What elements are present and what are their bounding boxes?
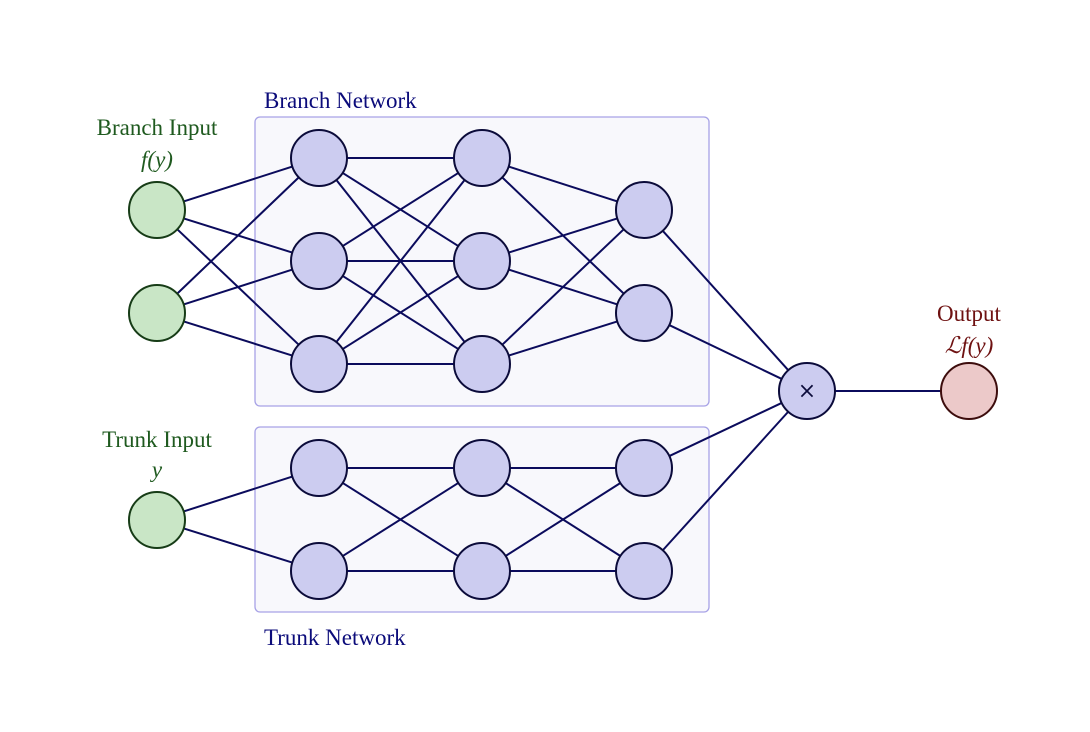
edge-t21-t30 — [505, 482, 621, 557]
edge-bi1-b12 — [183, 320, 293, 357]
branch-network-label: Branch Network — [264, 88, 417, 113]
trunk-hidden-node-l1-0 — [290, 439, 348, 497]
trunk-input-node — [128, 491, 186, 549]
trunk-network-box — [254, 426, 710, 613]
branch-hidden-node-l3-0 — [615, 181, 673, 239]
trunk-hidden-node-l2-0 — [453, 439, 511, 497]
edge-bi1-b10 — [176, 176, 300, 295]
edge-t31-prod — [662, 411, 789, 551]
branch-hidden-node-l1-2 — [290, 335, 348, 393]
edge-t30-prod — [668, 402, 783, 457]
edge-bi1-b11 — [183, 268, 293, 306]
branch-input-node-0 — [128, 181, 186, 239]
product-symbol: × — [798, 379, 816, 404]
edge-t11-t20 — [342, 482, 459, 557]
edges-layer — [176, 157, 941, 572]
branch-hidden-node-l1-0 — [290, 129, 348, 187]
output-expr: ℒf(y) — [945, 333, 993, 358]
edge-b12-b21 — [342, 275, 459, 350]
branch-input-expr: f(y) — [141, 147, 173, 172]
edge-bi0-b10 — [183, 165, 293, 203]
branch-hidden-node-l2-0 — [453, 129, 511, 187]
nodes-layer — [128, 129, 998, 600]
branch-hidden-node-l2-1 — [453, 232, 511, 290]
edge-b31-prod — [668, 324, 783, 380]
product-node — [778, 362, 836, 420]
edge-b11-b20 — [342, 172, 459, 247]
trunk-input-expr: y — [150, 457, 163, 482]
trunk-hidden-node-l3-0 — [615, 439, 673, 497]
edge-b20-b30 — [508, 165, 618, 203]
branch-input-node-1 — [128, 284, 186, 342]
trunk-hidden-node-l3-1 — [615, 542, 673, 600]
branch-hidden-node-l3-1 — [615, 284, 673, 342]
trunk-hidden-node-l2-1 — [453, 542, 511, 600]
branch-hidden-node-l2-2 — [453, 335, 511, 393]
edge-b22-b30 — [501, 228, 625, 346]
edge-b21-b30 — [508, 217, 618, 254]
edge-b30-prod — [661, 230, 790, 371]
edge-ti0-t11 — [183, 527, 293, 564]
edge-b22-b31 — [508, 320, 618, 357]
edge-ti0-t10 — [183, 475, 293, 513]
branch-input-title: Branch Input — [97, 115, 218, 140]
branch-hidden-node-l1-1 — [290, 232, 348, 290]
output-node — [940, 362, 998, 420]
edge-b12-b20 — [335, 179, 466, 343]
trunk-hidden-node-l1-1 — [290, 542, 348, 600]
output-title: Output — [937, 301, 1002, 326]
trunk-input-title: Trunk Input — [102, 427, 212, 452]
trunk-network-label: Trunk Network — [264, 625, 406, 650]
